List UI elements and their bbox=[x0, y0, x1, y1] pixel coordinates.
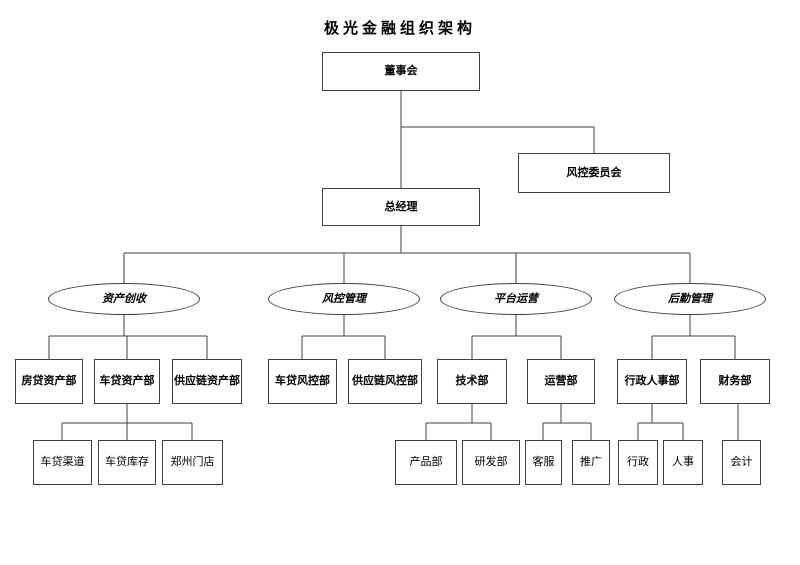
node-supply-chain-risk-dept: 供应链风控部 bbox=[348, 359, 422, 404]
node-customer-service: 客服 bbox=[525, 440, 562, 485]
node-hr: 人事 bbox=[663, 440, 703, 485]
node-admin-hr-dept: 行政人事部 bbox=[617, 359, 687, 404]
node-asset-creation: 资产创收 bbox=[48, 283, 200, 315]
node-risk-management: 风控管理 bbox=[268, 283, 420, 315]
node-operation-dept: 运营部 bbox=[527, 359, 595, 404]
node-car-loan-channel: 车贷渠道 bbox=[33, 440, 92, 485]
node-general-manager: 总经理 bbox=[322, 188, 480, 226]
node-car-loan-asset-dept: 车贷资产部 bbox=[94, 359, 160, 404]
node-logistics-management: 后勤管理 bbox=[614, 283, 766, 315]
page-title: 极光金融组织架构 bbox=[323, 19, 476, 37]
node-car-loan-risk-dept: 车贷风控部 bbox=[268, 359, 337, 404]
node-risk-committee: 风控委员会 bbox=[518, 153, 670, 193]
node-zhengzhou-store: 郑州门店 bbox=[162, 440, 223, 485]
node-accounting: 会计 bbox=[722, 440, 761, 485]
node-rd-dept: 研发部 bbox=[462, 440, 520, 485]
node-platform-operation: 平台运营 bbox=[440, 283, 592, 315]
node-car-loan-inventory: 车贷库存 bbox=[98, 440, 156, 485]
node-supply-chain-asset-dept: 供应链资产部 bbox=[172, 359, 242, 404]
node-promotion: 推广 bbox=[572, 440, 610, 485]
node-board: 董事会 bbox=[322, 52, 480, 91]
node-tech-dept: 技术部 bbox=[437, 359, 507, 404]
node-finance-dept: 财务部 bbox=[700, 359, 770, 404]
node-product-dept: 产品部 bbox=[395, 440, 457, 485]
node-admin: 行政 bbox=[618, 440, 658, 485]
node-mortgage-asset-dept: 房贷资产部 bbox=[15, 359, 83, 404]
